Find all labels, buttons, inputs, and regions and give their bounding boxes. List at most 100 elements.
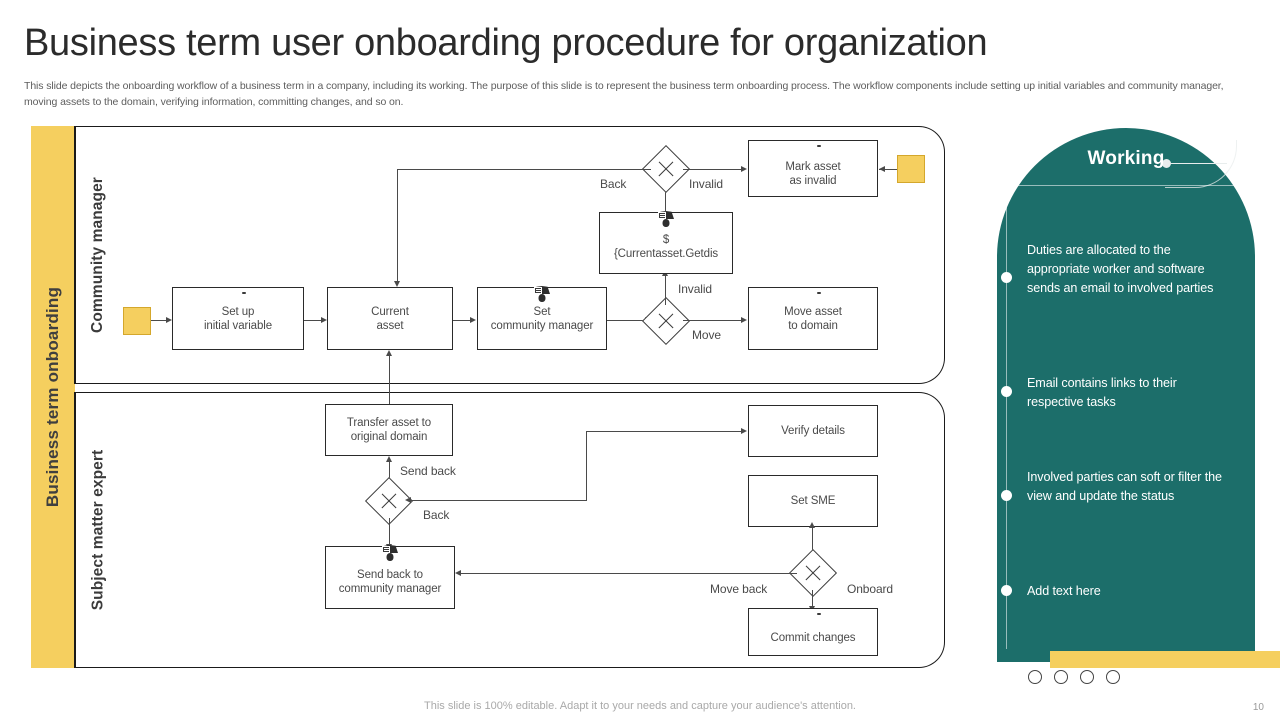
conn-gw4-moveback xyxy=(461,573,797,575)
node-set-community-manager[interactable]: Set community manager xyxy=(477,286,607,350)
arrowhead-to-verify xyxy=(741,428,747,434)
bullet-marker-4 xyxy=(1001,585,1012,596)
lane-top-left-edge xyxy=(74,126,76,384)
page-number: 10 xyxy=(1252,702,1264,713)
bullet-marker-3 xyxy=(1001,490,1012,501)
pagination-dot-1[interactable] xyxy=(1028,670,1042,684)
node-verify-line1: Verify details xyxy=(781,425,845,437)
gateway-onboard-decision[interactable] xyxy=(788,548,838,598)
bullet-marker-2 xyxy=(1001,386,1012,397)
edge-label-send-back: Send back xyxy=(400,464,456,478)
arrowhead-verify-to-gw3 xyxy=(405,497,411,503)
arrowhead-gw4-to-sendback xyxy=(455,570,461,576)
arrowhead-endevent-to-markinvalid xyxy=(879,166,885,172)
gateway-asset-validity[interactable] xyxy=(641,144,691,194)
working-panel-heading: Working xyxy=(1087,148,1165,169)
edge-label-invalid-top: Invalid xyxy=(689,177,723,191)
working-bullet-3: Involved parties can soft or filter the … xyxy=(1027,470,1222,503)
working-bullet-2: Email contains links to their respective… xyxy=(1027,376,1177,409)
process-band-label: Business term onboarding xyxy=(43,286,63,508)
conn-gw2-to-markinvalid xyxy=(683,169,743,171)
working-panel xyxy=(997,128,1255,662)
conn-gw2-back-horizontal xyxy=(397,169,651,171)
node-movedomain-line2: to domain xyxy=(788,319,838,332)
conn-getdis-to-gw2 xyxy=(665,186,667,212)
end-event-marker[interactable] xyxy=(897,155,925,183)
conn-gw1-to-getdis xyxy=(665,275,667,305)
arrowhead-gw3-to-transfer xyxy=(386,456,392,462)
process-band-label-wrap: Business term onboarding xyxy=(31,126,75,668)
arrowhead-gw1-to-movedomain xyxy=(741,317,747,323)
working-bullet-1: Duties are allocated to the appropriate … xyxy=(1027,243,1214,295)
process-band xyxy=(31,126,75,668)
node-set-sme[interactable]: Set SME xyxy=(748,475,878,527)
start-event-marker[interactable] xyxy=(123,307,151,335)
edge-label-back-top: Back xyxy=(600,177,627,191)
node-current-asset-getdis[interactable]: $ {Currentasset.Getdis xyxy=(599,211,733,274)
page-title: Business term user onboarding procedure … xyxy=(24,22,988,64)
node-setup-line2: initial variable xyxy=(203,319,273,332)
arrowhead-setup-to-current xyxy=(321,317,327,323)
node-sendback-line1: Send back to xyxy=(357,568,423,581)
lane-title-community-manager: Community manager xyxy=(89,177,106,333)
conn-endevent-to-markinvalid xyxy=(879,169,897,171)
node-setcm-line1: Set xyxy=(533,305,551,318)
node-setcm-line2: community manager xyxy=(490,319,594,332)
node-current-asset[interactable]: Current asset xyxy=(327,287,453,350)
gateway-validate-asset[interactable] xyxy=(641,296,691,346)
accent-bar xyxy=(1050,651,1280,668)
conn-gw1-to-movedomain xyxy=(683,320,743,322)
lane-title-community-manager-wrap: Community manager xyxy=(83,140,113,370)
edge-label-back-bottom: Back xyxy=(423,508,450,522)
lane-title-subject-matter-expert-wrap: Subject matter expert xyxy=(83,405,113,655)
edge-label-move: Move xyxy=(692,328,721,342)
node-setsme-line1: Set SME xyxy=(790,495,836,507)
node-movedomain-line1: Move asset xyxy=(784,305,842,318)
conn-to-verify-horizontal xyxy=(586,431,742,433)
arrowhead-start-to-setup xyxy=(166,317,172,323)
node-verify-details[interactable]: Verify details xyxy=(748,405,878,457)
conn-setup-to-current xyxy=(304,320,322,322)
gateway-send-back[interactable] xyxy=(364,476,414,526)
lane-bottom-left-edge xyxy=(74,392,76,668)
edge-label-invalid-mid: Invalid xyxy=(678,282,712,296)
node-markinvalid-line2: as invalid xyxy=(789,174,837,187)
node-getdis-line1: $ xyxy=(662,234,670,246)
conn-gw4-to-commit xyxy=(812,590,814,608)
working-panel-timeline xyxy=(1006,185,1008,649)
pagination-dot-2[interactable] xyxy=(1054,670,1068,684)
node-markinvalid-line1: Mark asset xyxy=(785,160,841,173)
pagination-dot-4[interactable] xyxy=(1106,670,1120,684)
conn-setcm-to-gw1 xyxy=(607,320,649,322)
conn-gw2-back-vertical xyxy=(397,169,399,281)
page-subtitle: This slide depicts the onboarding workfl… xyxy=(24,80,1224,108)
node-move-asset-to-domain[interactable]: Move asset to domain xyxy=(748,287,878,350)
conn-gw3-to-transfer xyxy=(389,461,391,484)
arrowhead-current-to-setcm xyxy=(470,317,476,323)
node-current-line1: Current xyxy=(371,305,409,318)
node-setup-line1: Set up xyxy=(221,305,255,318)
decorative-line xyxy=(1171,163,1227,165)
conn-verify-loop-vertical xyxy=(586,431,588,501)
node-transfer-asset-to-original-domain[interactable]: Transfer asset to original domain xyxy=(325,404,453,456)
arrowhead-gw2-to-markinvalid xyxy=(741,166,747,172)
node-send-back-to-community-manager[interactable]: Send back to community manager xyxy=(325,545,455,609)
node-setup-initial-variable[interactable]: Set up initial variable xyxy=(172,287,304,350)
conn-transfer-to-current xyxy=(389,355,391,405)
working-bullet-4: Add text here xyxy=(1027,584,1101,598)
working-panel-divider xyxy=(1005,185,1237,186)
bullet-marker-1 xyxy=(1001,272,1012,283)
lane-title-subject-matter-expert: Subject matter expert xyxy=(89,449,107,611)
decorative-dot-icon xyxy=(1162,159,1171,168)
node-commit-changes[interactable]: Commit changes xyxy=(748,608,878,656)
conn-start-to-setup xyxy=(151,320,167,322)
arrowhead-transfer-to-current xyxy=(386,350,392,356)
conn-current-to-setcm xyxy=(453,320,471,322)
node-mark-asset-as-invalid[interactable]: Mark asset as invalid xyxy=(748,140,878,197)
pagination-dot-3[interactable] xyxy=(1080,670,1094,684)
node-transfer-line2: original domain xyxy=(350,431,428,443)
node-getdis-line2: {Currentasset.Getdis xyxy=(613,248,719,260)
arrowhead-gw4-to-setsme xyxy=(809,522,815,528)
node-commit-line1: Commit changes xyxy=(770,632,856,644)
